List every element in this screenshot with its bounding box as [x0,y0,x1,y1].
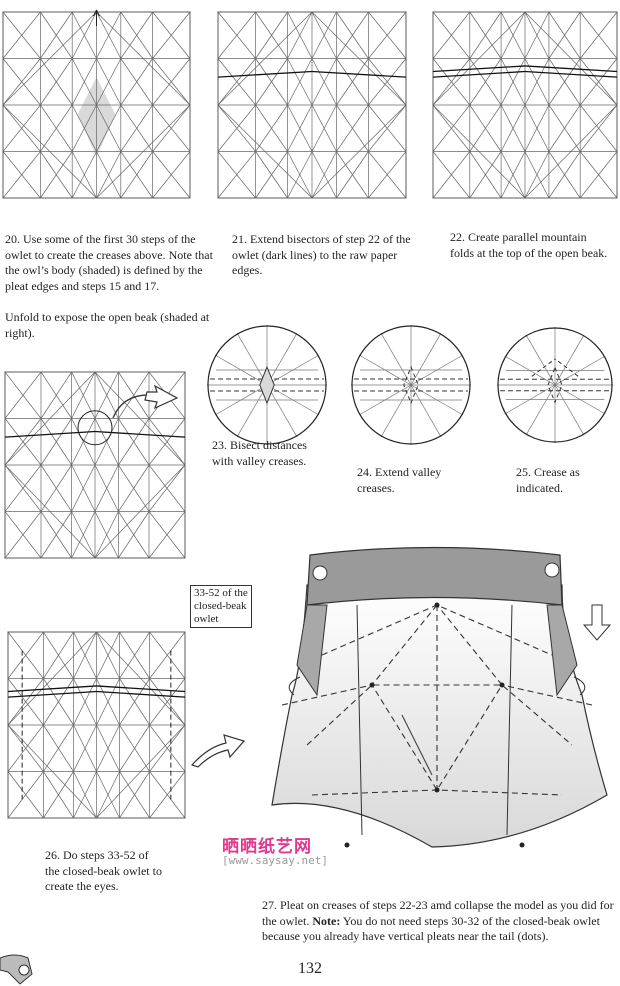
step-20-caption: 20. Use some of the first 30 steps of th… [5,232,213,293]
diagram-step-25 [497,327,613,443]
step-27-caption: 27. Pleat on creases of steps 22-23 amd … [262,898,614,928]
step-22-caption: 22. Create parallel mountain folds at th… [450,230,608,260]
watermark-url: [www.saysay.net] [222,854,328,867]
diagram-step-23 [207,325,327,445]
diagram-step-26 [7,631,186,819]
step-24-caption: 24. Extend valley creases. [357,465,442,495]
step-26-caption: 26. Do steps 33-52 of the closed-beak ow… [45,848,162,893]
step-25-caption: 25. Crease as indicated. [516,465,580,495]
diagram-unfold [4,371,186,559]
owl-thumbnail-icon [0,954,33,985]
step-23-caption: 23. Bisect distances with valley creases… [212,438,307,468]
curved-arrow-icon [112,384,179,419]
diagram-step-24 [351,325,471,445]
callout-box: 33-52 of the closed-beak owlet [190,585,252,628]
step-20-unfold-caption: Unfold to expose the open beak (shaded a… [5,310,210,340]
diagram-step-27-model [271,546,612,848]
page-number: 132 [298,960,322,977]
hollow-arrow-icon [190,734,246,768]
step-27-note: You do not need steps 30-32 of the close… [262,913,600,944]
diagram-step-21 [217,11,407,199]
diagram-step-22 [432,11,618,199]
diagram-step-20 [2,9,191,199]
watermark-site-name: 晒晒纸艺网 [222,837,312,857]
step-21-caption: 21. Extend bisectors of step 22 of the o… [232,232,411,277]
step-27-note-label: Note: [312,913,341,928]
